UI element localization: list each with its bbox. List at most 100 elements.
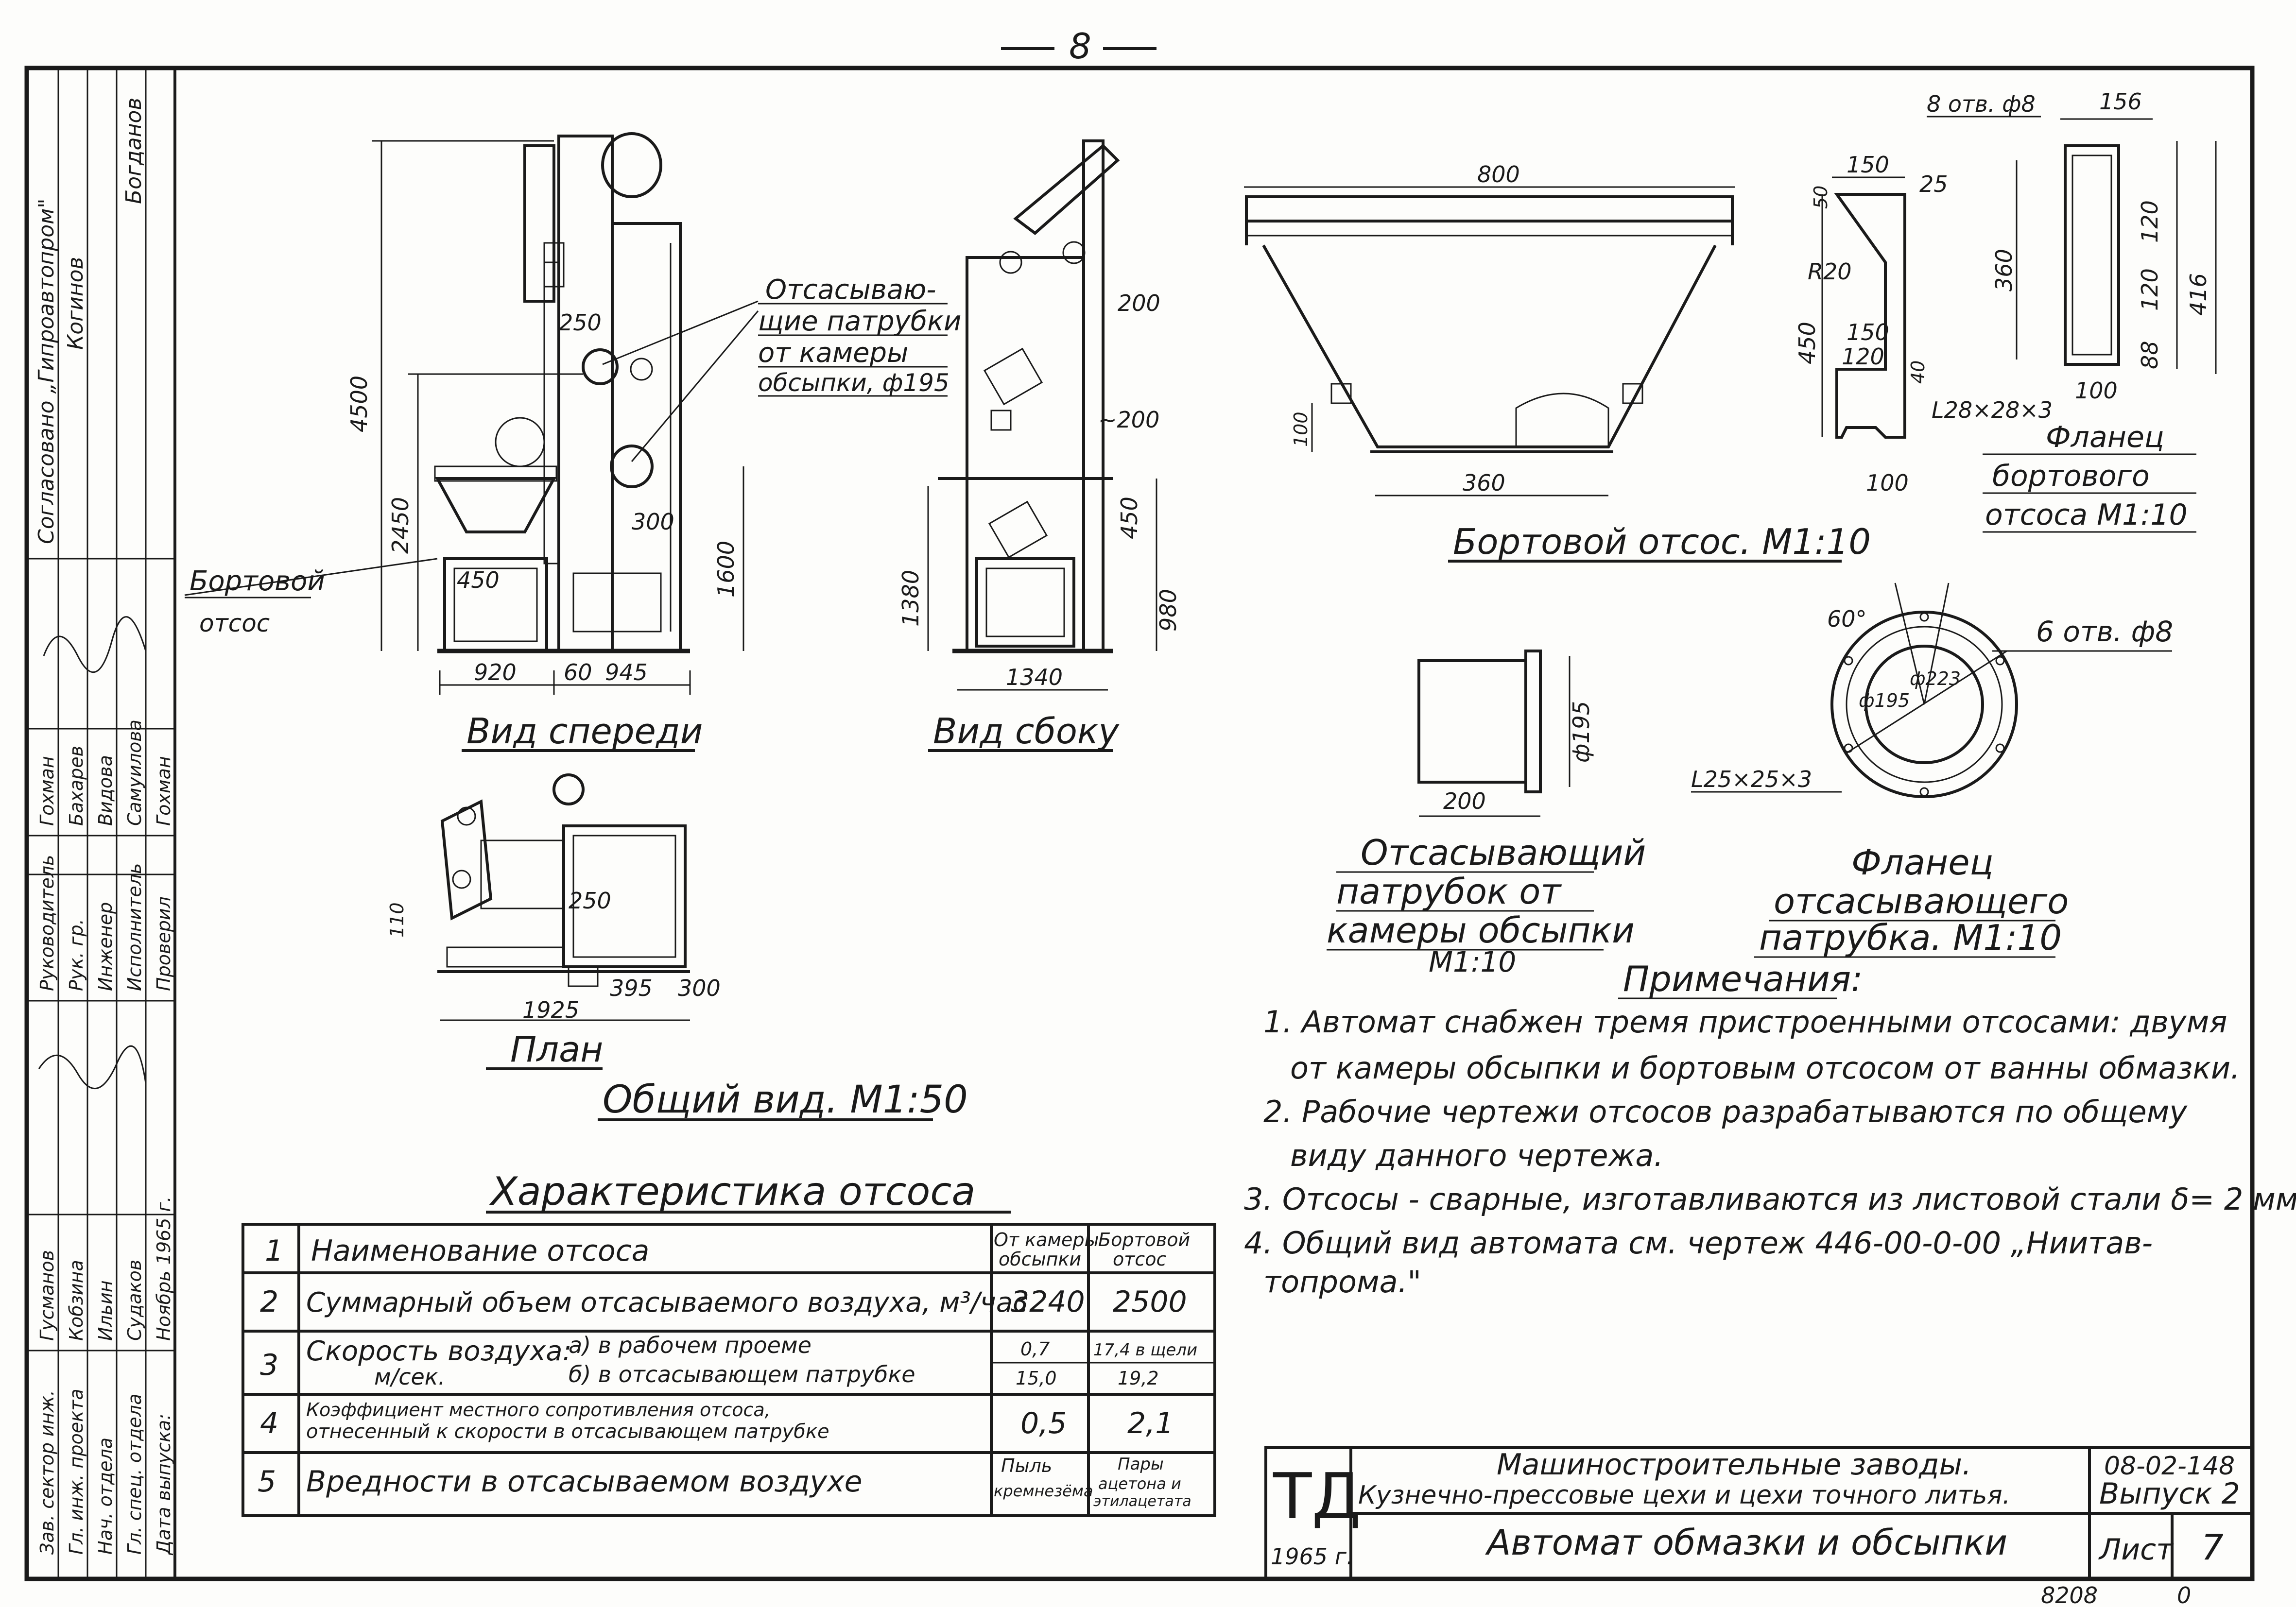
flange-dim-100: 100: [2075, 377, 2118, 404]
suction-dim-100: 100: [1290, 411, 1312, 447]
dim-2450: 2450: [387, 497, 414, 554]
stamp-role-8: Исполнитель: [124, 863, 145, 991]
dim-4500: 4500: [346, 376, 372, 432]
suction-label-4: обсыпки, ф195: [758, 369, 949, 397]
row3-name-2: м/сек.: [374, 1364, 445, 1390]
row4-name-2: отнесенный к скорости в отсасывающем пат…: [306, 1421, 829, 1443]
profile-dim-120: 120: [1842, 343, 1884, 370]
note-line-2: от камеры обсыпки и бортовым отсосом от …: [1290, 1050, 2240, 1086]
stamp-role-7: Инженер: [95, 902, 116, 991]
row1-num: 1: [265, 1234, 283, 1268]
drawing-code: 08-02-148: [2104, 1452, 2235, 1481]
spec-table: Характеристика отсоса 1 Наименование отс…: [242, 1169, 1216, 1517]
nozzle-dim-195: ф195: [1568, 701, 1594, 763]
side-suction-label-1: Бортовой: [190, 565, 325, 597]
flange-nozzle-angle-profile: L25×25×3: [1691, 766, 1812, 792]
dim-300: 300: [632, 509, 674, 535]
plan-dim-300: 300: [678, 975, 721, 1001]
stamp-person-5: Гохман: [36, 756, 58, 826]
row5-c1b: кремнезёма: [994, 1482, 1093, 1500]
nozzle-caption-1: Отсасывающий: [1361, 832, 1646, 873]
nozzle-caption-3: камеры обсыпки: [1327, 910, 1635, 951]
dim-1600: 1600: [713, 541, 739, 598]
row2-c2: 2500: [1113, 1285, 1187, 1319]
row3-c1b: 15,0: [1016, 1368, 1057, 1389]
profile-dim-150: 150: [1847, 152, 1889, 178]
profile-dim-100: 100: [1866, 470, 1909, 496]
signature-2: [43, 616, 147, 673]
side-suction-view: 800 100 360 450 150 25 50 R20 150 120 40…: [1244, 152, 1948, 563]
side-dim-450: 450: [1116, 496, 1142, 539]
flange-side-caption-2: бортового: [1992, 459, 2150, 493]
flange-nozzle-holes: 6 отв. ф8: [2036, 615, 2173, 648]
row5-c2c: этилацетата: [1093, 1493, 1191, 1510]
stamp-person-8: Самуилова: [124, 719, 145, 826]
flange-nozzle-caption-3: патрубка. М1:10: [1759, 917, 2062, 958]
row3-c2a: 17,4 в щели: [1093, 1340, 1197, 1360]
row1-c1-line2: обсыпки: [999, 1249, 1081, 1270]
row3-name-1: Скорость воздуха:: [306, 1335, 571, 1367]
flange-side-view: 8 отв. ф8 156 360 120 120 88 416 100 L28…: [1927, 88, 2217, 533]
notes-block: Примечания: 1. Автомат снабжен тремя при…: [1244, 959, 2296, 1300]
flange-angle-60: 60°: [1827, 606, 1867, 632]
plan-view: 250 110 395 300 1925 План: [386, 773, 721, 1070]
flange-side-caption-1: Фланец: [2046, 420, 2164, 454]
dim-60: 60: [564, 659, 592, 685]
stamp-person-9: Гохман: [153, 756, 174, 826]
stamp-role-9: Проверил: [153, 896, 174, 991]
nozzle-caption-2: патрубок от: [1336, 871, 1562, 912]
suction-dim-360: 360: [1463, 470, 1505, 496]
suction-label-1: Отсасываю-: [765, 274, 936, 306]
stamp-org: Согласовано „Гипроавтопром": [34, 198, 59, 544]
flange-dim-120b: 120: [2137, 268, 2163, 311]
signature-1: [38, 1045, 147, 1090]
title-block: ТД 1965 г. Машиностроительные заводы. Ку…: [1264, 1446, 2254, 1580]
flange-nozzle-d223: ф223: [1910, 668, 1961, 689]
stamp-role-4: Гл. спец. отдела: [124, 1394, 145, 1555]
side-dim-200b: ~200: [1098, 407, 1159, 433]
profile-dim-50: 50: [1810, 186, 1831, 209]
profile-r20: R20: [1808, 258, 1852, 285]
row1-c1-line1: От камеры: [994, 1229, 1099, 1250]
archive-letter: 0: [2177, 1582, 2191, 1607]
row4-c2: 2,1: [1127, 1406, 1174, 1440]
dim-945: 945: [605, 659, 648, 685]
flange-dim-120a: 120: [2137, 200, 2163, 243]
flange-nozzle-caption-1: Фланец: [1851, 842, 1994, 883]
side-view-caption: Вид сбоку: [933, 711, 1120, 752]
row5-c1a: Пыль: [1001, 1455, 1052, 1476]
stamp-person-4: Судаков: [124, 1260, 145, 1341]
row5-num: 5: [258, 1465, 276, 1499]
row1-c2-line2: отсос: [1113, 1249, 1167, 1270]
row5-c2b: ацетона и: [1098, 1474, 1181, 1493]
plan-dim-1925: 1925: [522, 997, 579, 1023]
row2-c1: 3240: [1011, 1285, 1085, 1319]
note-line-5: 3. Отсосы - сварные, изготавливаются из …: [1244, 1181, 2296, 1217]
sheet-number: 7: [2201, 1527, 2224, 1568]
general-view-caption: Общий вид. М1:50: [603, 1078, 968, 1122]
dim-450: 450: [457, 567, 500, 593]
row4-name-1: Коэффициент местного сопротивления отсос…: [306, 1399, 771, 1421]
spec-table-title: Характеристика отсоса: [489, 1169, 975, 1214]
row3-num: 3: [260, 1348, 278, 1382]
flange-nozzle-view: 60° 6 отв. ф8 ф195 ф223 L25×25×3 Фланец …: [1691, 582, 2173, 958]
title-year: 1965 г.: [1271, 1543, 1353, 1570]
row3-sub-2: б) в отсасывающем патрубке: [569, 1361, 915, 1387]
side-dim-200: 200: [1118, 290, 1160, 316]
flange-nozzle-d195: ф195: [1859, 690, 1910, 711]
stamp-date-value: Ноябрь 1965 г.: [153, 1196, 174, 1341]
stamp-role-6: Рук. гр.: [66, 919, 87, 991]
page-number-text: 8: [1069, 26, 1091, 67]
archive-number: 8208: [2041, 1582, 2098, 1607]
note-line-6: 4. Общий вид автомата см. чертеж 446-00-…: [1244, 1225, 2153, 1261]
side-dim-980: 980: [1155, 589, 1181, 632]
profile-dim-25: 25: [1919, 171, 1948, 197]
stamp-person-2: Кобзина: [66, 1260, 87, 1341]
side-stamp: Согласовано „Гипроавтопром" Когинов Богд…: [27, 68, 175, 1579]
flange-dim-156: 156: [2099, 88, 2142, 115]
row3-c2b: 19,2: [1118, 1368, 1159, 1389]
dim-250: 250: [559, 309, 602, 336]
notes-heading: Примечания:: [1623, 959, 1863, 999]
